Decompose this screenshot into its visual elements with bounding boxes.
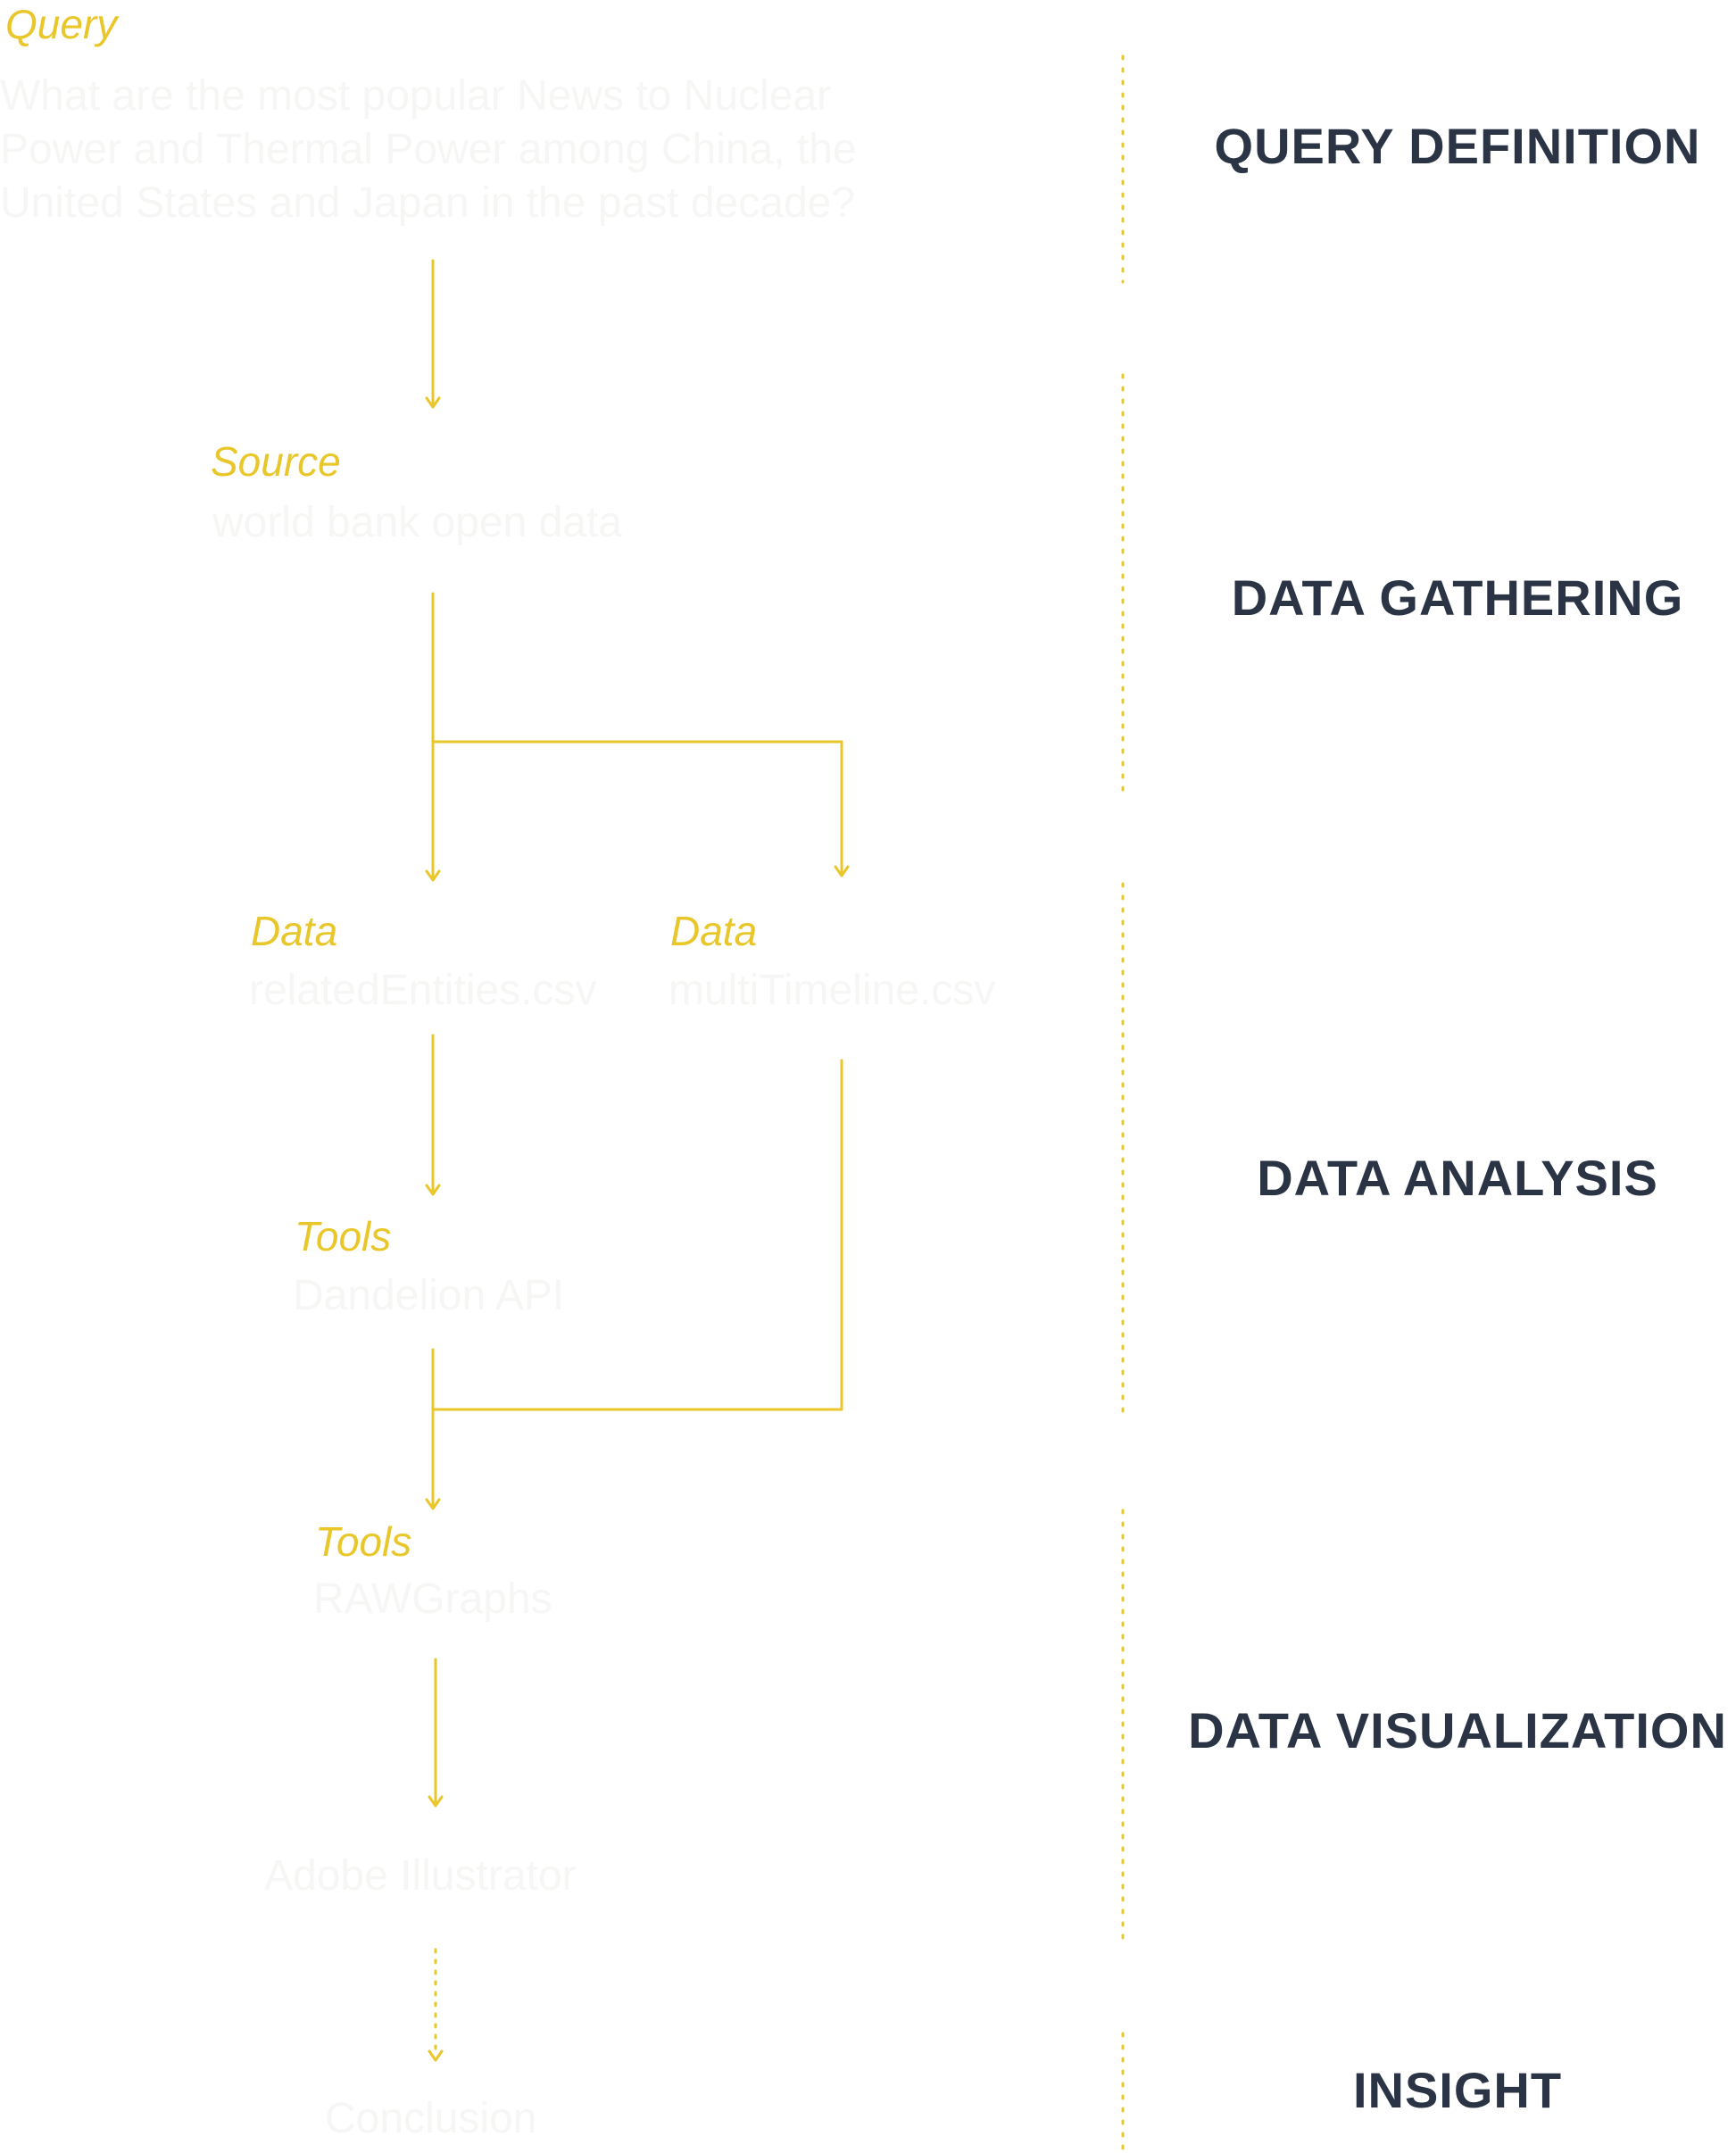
data-left-value: relatedEntities.csv <box>249 967 597 1014</box>
stage-title-data-analysis: DATA ANALYSIS <box>1257 1150 1658 1206</box>
query-line: Power and Thermal Power among China, the <box>0 126 857 173</box>
source-value: world bank open data <box>212 499 622 546</box>
connector-data-right-merge <box>431 1059 843 1411</box>
stage-title-query-definition: QUERY DEFINITION <box>1214 118 1701 174</box>
data-right-label: Data <box>670 908 758 954</box>
arrow-data-left-to-tools-1 <box>425 1034 441 1196</box>
arrow-source-to-data-left <box>425 592 441 882</box>
tools-2-label: Tools <box>315 1518 412 1565</box>
arrow-branch-to-data-right <box>431 740 850 877</box>
tools-1-label: Tools <box>295 1213 392 1259</box>
query-line: United States and Japan in the past deca… <box>0 179 856 227</box>
stage-title-data-gathering: DATA GATHERING <box>1231 569 1684 626</box>
stage-title-insight: INSIGHT <box>1352 2062 1563 2118</box>
query-line: What are the most popular News to Nuclea… <box>0 72 832 120</box>
stage-title-data-visualization: DATA VISUALIZATION <box>1188 1702 1727 1758</box>
tools-2-value: RAWGraphs <box>313 1575 552 1623</box>
arrow-query-to-source <box>425 259 441 409</box>
data-right-value: multiTimeline.csv <box>669 967 996 1014</box>
tools-1-value: Dandelion API <box>293 1272 565 1319</box>
arrow-tools-3-to-conclusion <box>428 1948 444 2062</box>
data-left-label: Data <box>251 908 338 954</box>
conclusion-value: Conclusion <box>325 2095 537 2142</box>
query-text: What are the most popular News to Nuclea… <box>0 70 857 230</box>
arrow-tools-1-to-tools-2 <box>425 1348 441 1510</box>
source-label: Source <box>211 438 341 485</box>
query-label: Query <box>5 1 118 47</box>
tools-3-value: Adobe Illustrator <box>264 1852 577 1899</box>
arrow-tools-2-to-tools-3 <box>428 1658 444 1808</box>
